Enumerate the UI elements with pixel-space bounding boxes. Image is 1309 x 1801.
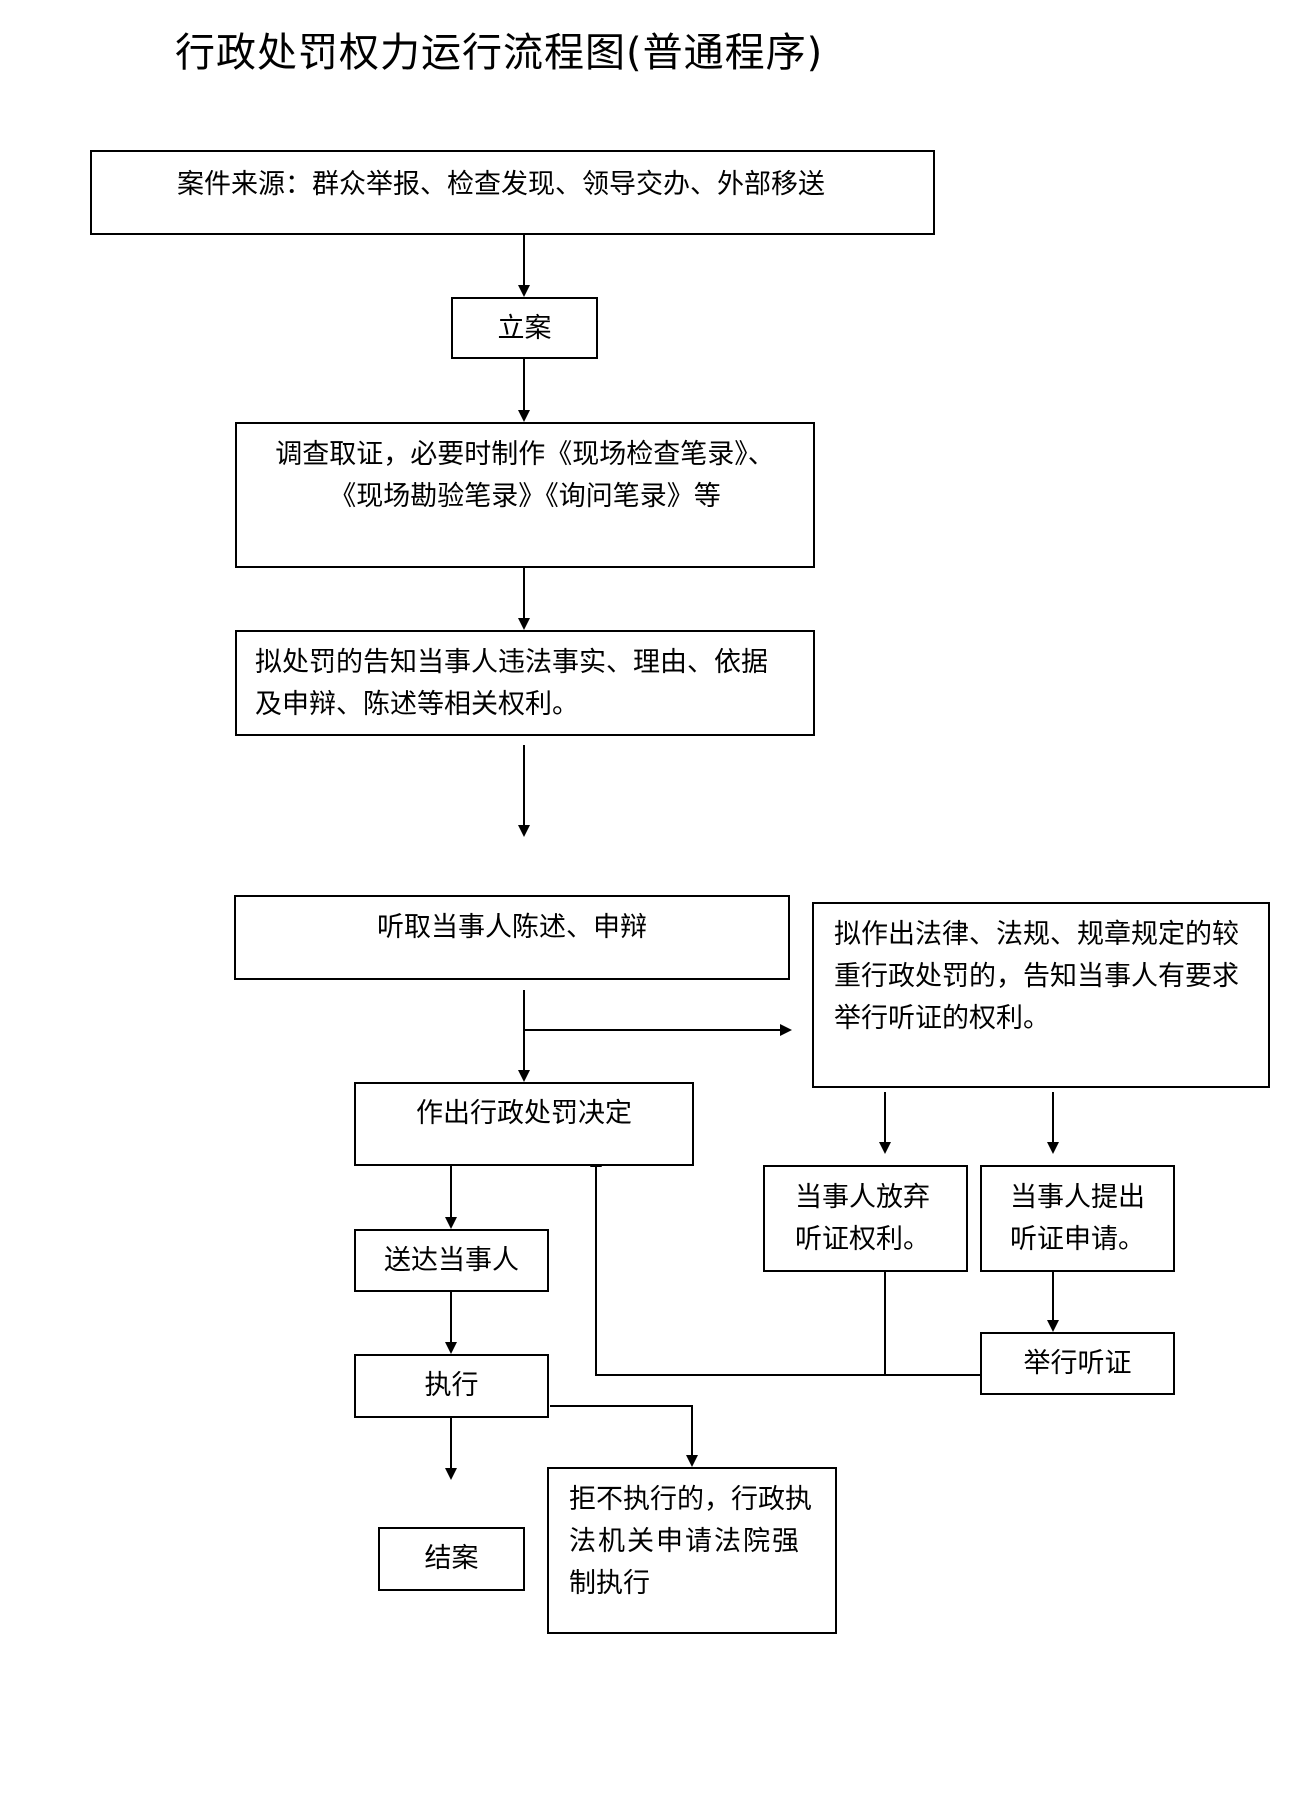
case-source-text: 案件来源：群众举报、检查发现、领导交办、外部移送 [177,169,825,200]
decision-box: 作出行政处罚决定 [354,1082,694,1166]
filing-box: 立案 [451,297,598,359]
case-source-box: 案件来源：群众举报、检查发现、领导交办、外部移送 [90,150,935,235]
deliver-text: 送达当事人 [384,1245,519,1276]
request-hearing-box: 当事人提出 听证申请。 [980,1165,1175,1272]
close-case-box: 结案 [378,1527,525,1591]
serious-penalty-text-line1: 拟作出法律、法规、规章规定的较 [834,919,1239,950]
hear-statement-text: 听取当事人陈述、申辩 [377,912,647,943]
refuse-execution-box: 拒不执行的，行政执 法机关申请法院强 制执行 [547,1467,837,1634]
waive-hearing-text-line1: 当事人放弃 [795,1182,930,1213]
waive-hearing-box: 当事人放弃 听证权利。 [763,1165,968,1272]
execute-text: 执行 [424,1370,479,1401]
filing-text: 立案 [497,313,552,344]
notify-text-line2: 及申辩、陈述等相关权利。 [255,689,579,720]
serious-penalty-text-line2: 重行政处罚的，告知当事人有要求 [834,961,1239,992]
refuse-execution-text-line1: 拒不执行的，行政执 [569,1484,812,1515]
line-hearing-back-to-decision [590,1155,980,1376]
investigate-text-line2: 《现场勘验笔录》《询问笔录》等 [329,481,721,512]
investigate-box: 调查取证，必要时制作《现场检查笔录》、 《现场勘验笔录》《询问笔录》等 [235,422,815,568]
close-case-text: 结案 [424,1543,479,1574]
serious-penalty-text-line3: 举行听证的权利。 [834,1003,1050,1034]
arrow-execute-to-refuse [550,1405,698,1467]
refuse-execution-text-line2: 法机关申请法院强 [569,1526,801,1557]
notify-box: 拟处罚的告知当事人违法事实、理由、依据 及申辩、陈述等相关权利。 [235,630,815,736]
decision-text: 作出行政处罚决定 [416,1098,632,1129]
execute-box: 执行 [354,1354,549,1418]
investigate-text-line1: 调查取证，必要时制作《现场检查笔录》、 [275,439,775,470]
notify-text-line1: 拟处罚的告知当事人违法事实、理由、依据 [255,647,768,678]
waive-hearing-text-line2: 听证权利。 [795,1224,930,1255]
hold-hearing-box: 举行听证 [980,1332,1175,1395]
serious-penalty-box: 拟作出法律、法规、规章规定的较 重行政处罚的，告知当事人有要求 举行听证的权利。 [812,902,1270,1088]
request-hearing-text-line2: 听证申请。 [1010,1224,1145,1255]
hold-hearing-text: 举行听证 [1023,1348,1132,1379]
deliver-box: 送达当事人 [354,1229,549,1292]
page-title: 行政处罚权力运行流程图(普通程序) [175,30,824,76]
request-hearing-text-line1: 当事人提出 [1010,1182,1145,1213]
hear-statement-box: 听取当事人陈述、申辩 [234,895,790,980]
refuse-execution-text-line3: 制执行 [569,1568,650,1599]
